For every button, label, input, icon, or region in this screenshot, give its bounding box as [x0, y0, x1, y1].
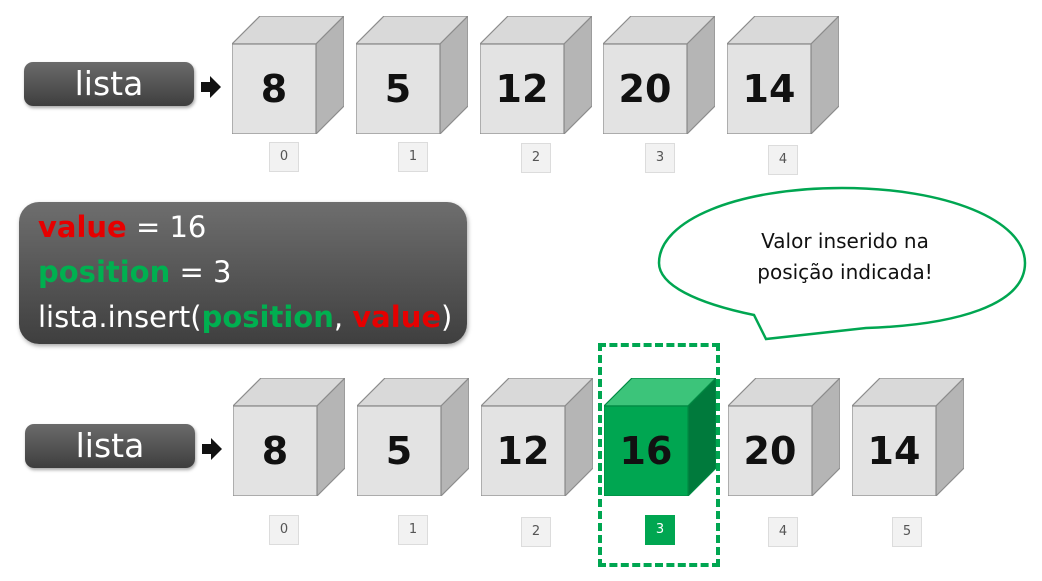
- cube-value: 12: [495, 67, 549, 111]
- cube-shape: [852, 378, 964, 496]
- cube-shape: [233, 378, 345, 496]
- cube-value: 5: [384, 67, 412, 111]
- code-line-insert: lista.insert(position, value): [38, 300, 452, 334]
- arrow-right-icon: [202, 438, 222, 460]
- cube-shape: [357, 378, 469, 496]
- code-assign-value: = 16: [126, 210, 207, 244]
- code-arg-value: value: [352, 300, 442, 334]
- cube-value: 8: [260, 67, 288, 111]
- cube-top-2: 12: [480, 16, 592, 134]
- index-badge-top-0: 0: [269, 142, 299, 172]
- code-arg-position: position: [201, 300, 334, 334]
- list-label-top: lista: [24, 62, 194, 106]
- code-assign-position: = 3: [170, 255, 232, 289]
- index-badge-top-4: 4: [768, 145, 798, 175]
- code-var-position: position: [38, 255, 171, 289]
- callout-line-1: Valor inserido na: [761, 229, 929, 253]
- cube-shape: [232, 16, 344, 134]
- cube-value: 14: [742, 67, 796, 111]
- callout-text: Valor inserido na posição indicada!: [720, 226, 970, 288]
- cube-shape: [603, 16, 715, 134]
- index-badge-bottom-4: 4: [768, 517, 798, 547]
- cube-shape: [728, 378, 840, 496]
- speech-bubble: [657, 186, 1027, 341]
- cube-bottom-5: 14: [852, 378, 964, 496]
- code-insert-close: ): [441, 300, 453, 334]
- cube-value: 8: [261, 429, 289, 473]
- cube-bottom-2: 12: [481, 378, 593, 496]
- index-badge-bottom-2: 2: [521, 517, 551, 547]
- cube-value: 5: [385, 429, 413, 473]
- cube-value: 14: [867, 429, 921, 473]
- index-badge-bottom-3-inserted: 3: [645, 515, 675, 545]
- cube-bottom-1: 5: [357, 378, 469, 496]
- index-badge-top-3: 3: [645, 143, 675, 173]
- cube-bottom-3-inserted: 16: [604, 378, 716, 496]
- cube-bottom-0: 8: [233, 378, 345, 496]
- index-badge-bottom-5: 5: [892, 517, 922, 547]
- list-label-bottom: lista: [25, 424, 195, 468]
- cube-shape: [356, 16, 468, 134]
- cube-top-3: 20: [603, 16, 715, 134]
- cube-shape: [604, 378, 716, 496]
- cube-shape: [480, 16, 592, 134]
- code-line-position: position = 3: [38, 255, 231, 289]
- index-badge-bottom-0: 0: [269, 515, 299, 545]
- cube-shape: [481, 378, 593, 496]
- code-var-value: value: [38, 210, 127, 244]
- callout-line-2: posição indicada!: [757, 260, 933, 284]
- cube-value: 20: [743, 429, 797, 473]
- arrow-right-icon: [201, 76, 221, 98]
- cube-value: 16: [619, 429, 673, 473]
- cube-bottom-4: 20: [728, 378, 840, 496]
- insert-highlight-box: [598, 343, 720, 567]
- code-insert-call: lista.insert(: [38, 300, 202, 334]
- cube-value: 20: [618, 67, 672, 111]
- index-badge-bottom-1: 1: [398, 515, 428, 545]
- cube-top-4: 14: [727, 16, 839, 134]
- code-block: value = 16 position = 3 lista.insert(pos…: [19, 202, 467, 344]
- cube-top-0: 8: [232, 16, 344, 134]
- cube-value: 12: [496, 429, 550, 473]
- code-line-value: value = 16: [38, 210, 206, 244]
- cube-shape: [727, 16, 839, 134]
- index-badge-top-2: 2: [521, 143, 551, 173]
- cube-top-1: 5: [356, 16, 468, 134]
- code-arg-separator: ,: [333, 300, 353, 334]
- index-badge-top-1: 1: [398, 142, 428, 172]
